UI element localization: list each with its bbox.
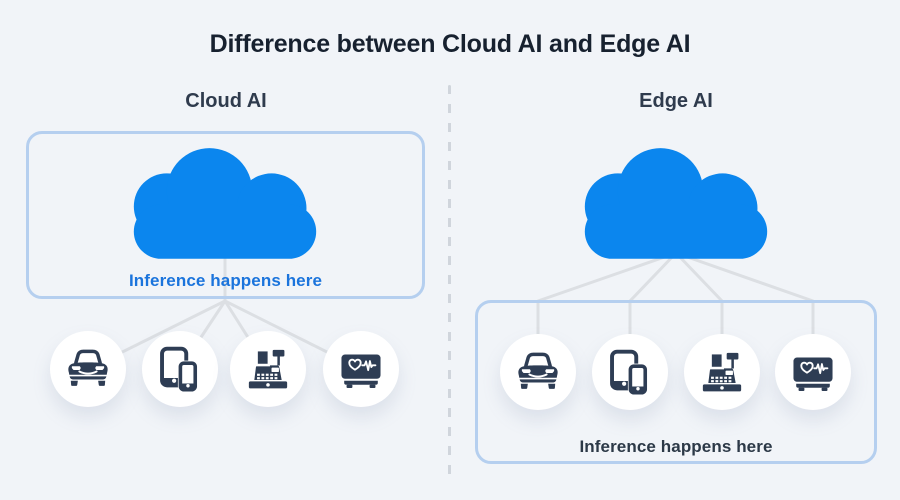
cloud-ai-heading: Cloud AI [185,90,267,112]
cloud-icon [579,143,773,262]
patient-monitor-icon [788,347,838,397]
patient-monitor-icon [336,344,386,394]
device-circle [50,331,126,407]
edge-ai-caption: Inference happens here [579,437,773,456]
device-circle [684,334,760,410]
edge-ai-heading: Edge AI [639,90,713,112]
device-circle [500,334,576,410]
car-icon [63,344,113,394]
tablet-phone-icon [155,344,205,394]
vertical-dashed-divider [448,85,451,483]
cash-register-icon [697,347,747,397]
device-circle [142,331,218,407]
cloud-icon [128,143,322,262]
device-circle [592,334,668,410]
page-title: Difference between Cloud AI and Edge AI [209,30,691,58]
cash-register-icon [243,344,293,394]
cloud-ai-caption: Inference happens here [128,271,323,290]
device-circle [775,334,851,410]
device-circle [323,331,399,407]
tablet-phone-icon [605,347,655,397]
car-icon [513,347,563,397]
device-circle [230,331,306,407]
